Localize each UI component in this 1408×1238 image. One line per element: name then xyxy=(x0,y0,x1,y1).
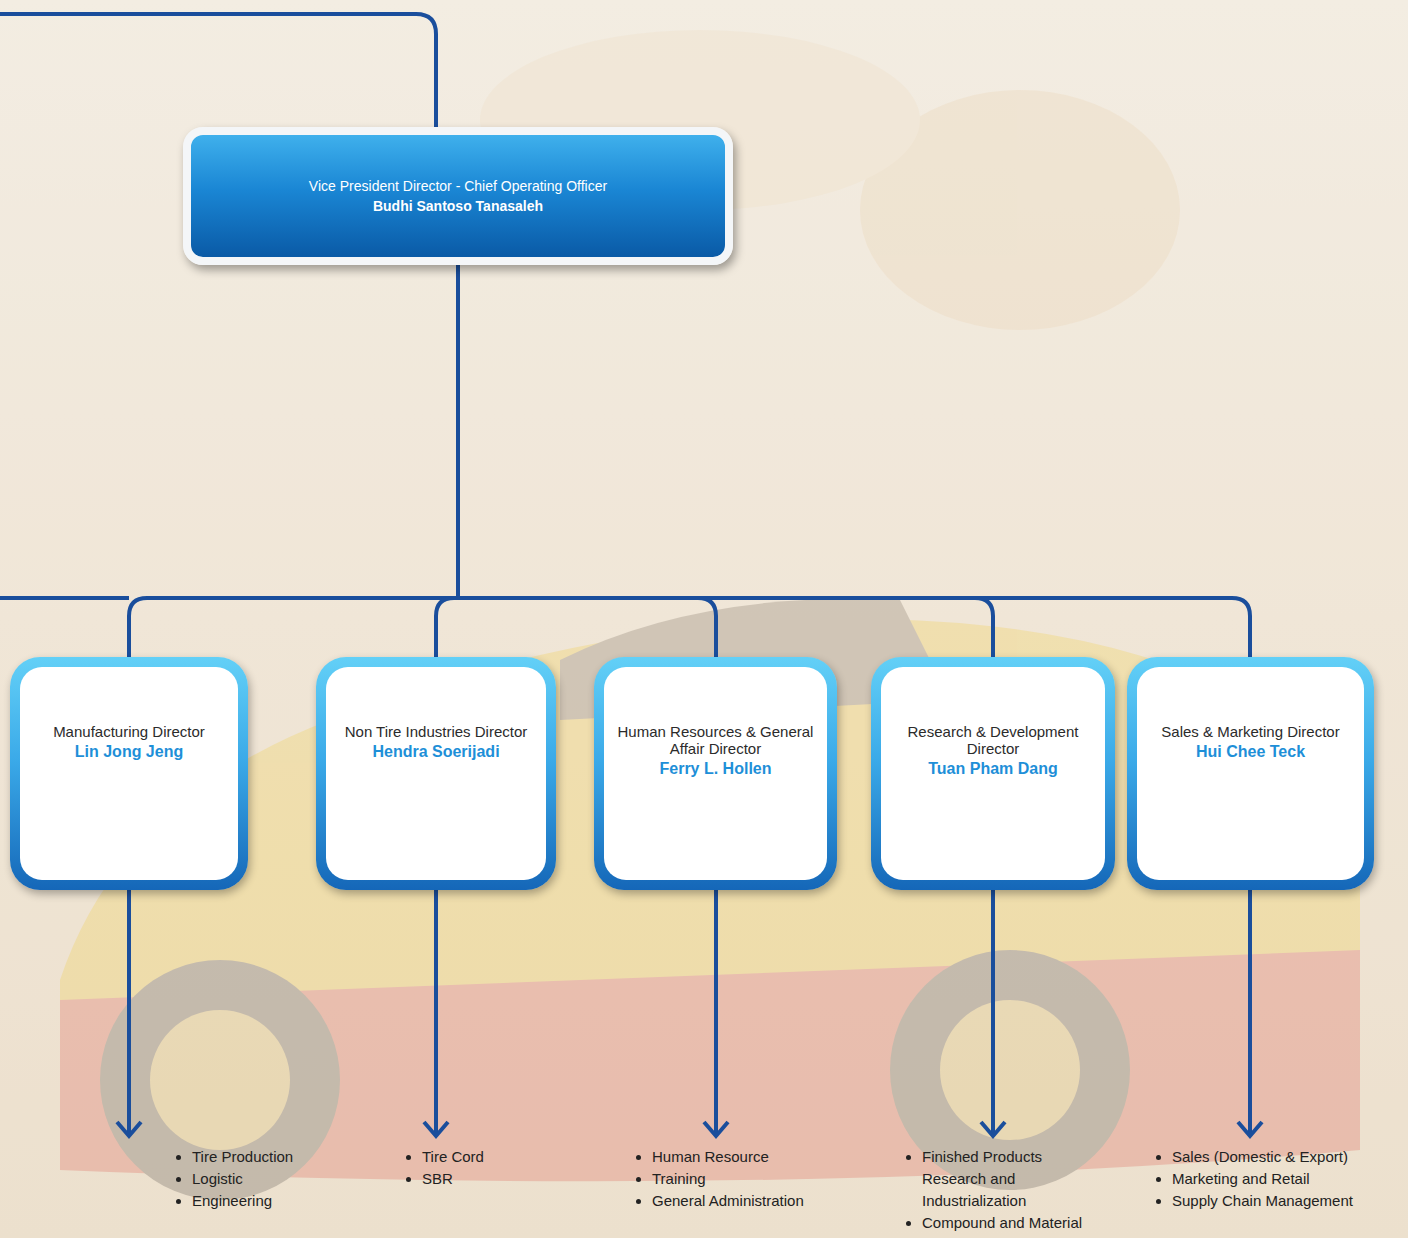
person-name: Tuan Pham Dang xyxy=(891,759,1095,779)
person-name: Budhi Santoso Tanasaleh xyxy=(373,196,543,216)
responsibility-list: Tire ProductionLogisticEngineering xyxy=(172,1146,293,1212)
org-connector xyxy=(458,265,1250,657)
person-name: Hendra Soerijadi xyxy=(336,742,536,762)
responsibility-item: Sales (Domestic & Export) xyxy=(1172,1146,1353,1168)
responsibility-list: Sales (Domestic & Export)Marketing and R… xyxy=(1152,1146,1353,1212)
arrows xyxy=(117,890,1262,1136)
org-connector xyxy=(129,265,458,657)
responsibility-item: Human Resource xyxy=(652,1146,804,1168)
responsibility-item: Engineering xyxy=(192,1190,293,1212)
person-name: Hui Chee Teck xyxy=(1147,742,1354,762)
responsibility-item: Logistic xyxy=(192,1168,293,1190)
position-title: Manufacturing Director xyxy=(30,723,228,740)
director-box: Research & Development DirectorTuan Pham… xyxy=(871,657,1115,890)
responsibility-item: General Administration xyxy=(652,1190,804,1212)
responsibility-list: Human ResourceTrainingGeneral Administra… xyxy=(632,1146,804,1212)
responsibility-item: Compound and Material xyxy=(922,1212,1104,1234)
executive-box: Vice President Director - Chief Operatin… xyxy=(183,127,733,265)
box-face: Sales & Marketing DirectorHui Chee Teck xyxy=(1137,667,1364,880)
responsibility-item: Tire Production xyxy=(192,1146,293,1168)
person-name: Lin Jong Jeng xyxy=(30,742,228,762)
director-box: Non Tire Industries DirectorHendra Soeri… xyxy=(316,657,556,890)
director-box: Manufacturing DirectorLin Jong Jeng xyxy=(10,657,248,890)
box-face: Manufacturing DirectorLin Jong Jeng xyxy=(20,667,238,880)
responsibility-list: Finished Products Research and Industria… xyxy=(902,1146,1104,1234)
responsibility-item: Training xyxy=(652,1168,804,1190)
responsibility-item: Supply Chain Management xyxy=(1172,1190,1353,1212)
connector-lines xyxy=(0,14,436,598)
responsibility-item: Finished Products Research and Industria… xyxy=(922,1146,1104,1212)
responsibility-item: Marketing and Retail xyxy=(1172,1168,1353,1190)
position-title: Vice President Director - Chief Operatin… xyxy=(309,177,607,196)
box-face: Human Resources & General Affair Directo… xyxy=(604,667,827,880)
position-title: Non Tire Industries Director xyxy=(336,723,536,740)
box-face: Research & Development DirectorTuan Pham… xyxy=(881,667,1105,880)
responsibility-item: SBR xyxy=(422,1168,484,1190)
position-title: Sales & Marketing Director xyxy=(1147,723,1354,740)
position-title: Human Resources & General Affair Directo… xyxy=(614,723,817,757)
responsibility-item: Tire Cord xyxy=(422,1146,484,1168)
person-name: Ferry L. Hollen xyxy=(614,759,817,779)
responsibility-list: Tire CordSBR xyxy=(402,1146,484,1190)
box-face: Non Tire Industries DirectorHendra Soeri… xyxy=(326,667,546,880)
position-title: Research & Development Director xyxy=(891,723,1095,757)
director-box: Human Resources & General Affair Directo… xyxy=(594,657,837,890)
org-connector xyxy=(436,265,458,657)
director-box: Sales & Marketing DirectorHui Chee Teck xyxy=(1127,657,1374,890)
